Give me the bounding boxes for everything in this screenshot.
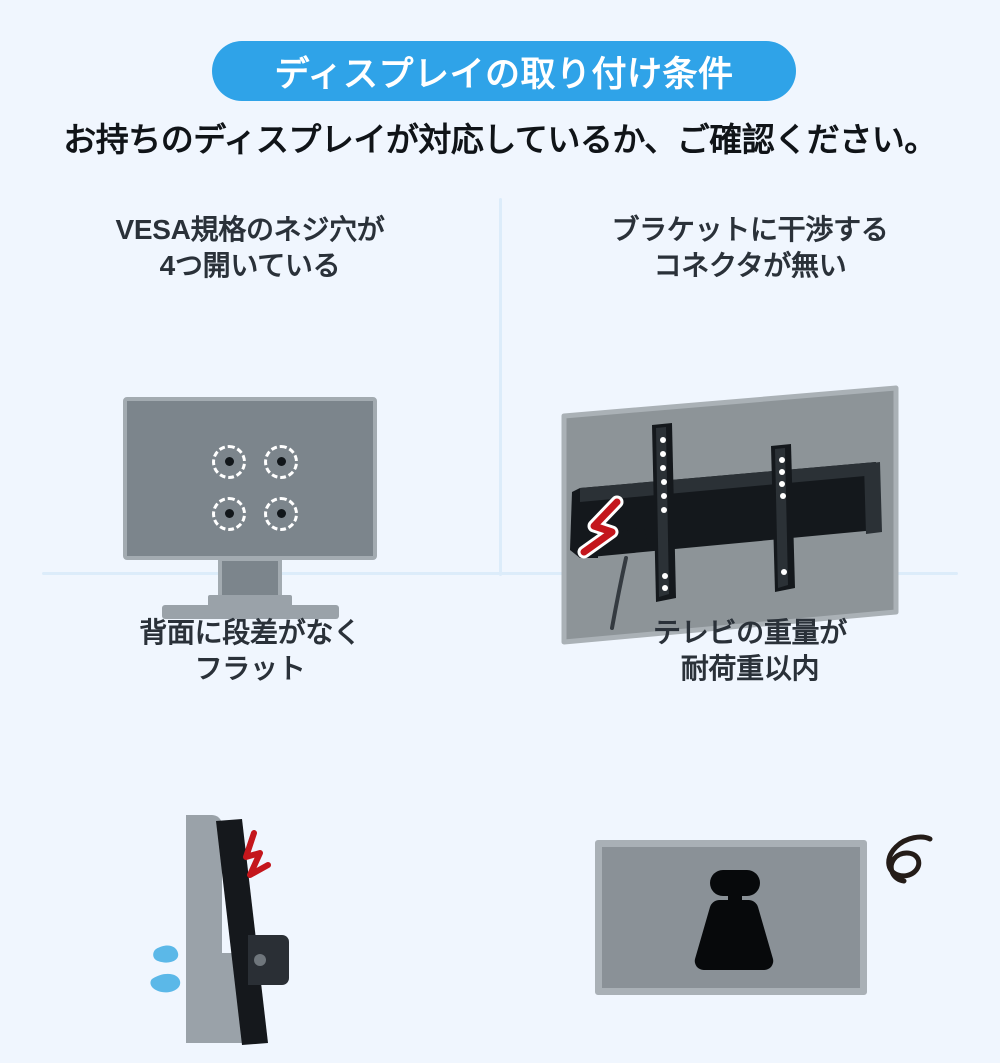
condition-title: ブラケットに干渉する コネクタが無い [611, 214, 889, 282]
vertical-divider [499, 198, 502, 576]
page-subtitle: お持ちのディスプレイが対応しているか、ご確認ください。 [63, 121, 937, 158]
header-badge: ディスプレイの取り付け条件 [212, 41, 796, 101]
header-badge-label: ディスプレイの取り付け条件 [274, 54, 734, 94]
bracket-rail-left [652, 422, 676, 602]
monitor-rear-panel [123, 396, 377, 560]
condition-title: テレビの重量が 耐荷重以内 [653, 617, 847, 685]
condition-card-vesa-holes: VESA規格のネジ穴が 4つ開いている [0, 190, 500, 619]
vesa-hole-bottom-right [264, 496, 298, 531]
condition-card-flat-back: 背面に段差がなく フラット [0, 585, 500, 1045]
condition-card-weight: テレビの重量が 耐荷重以内 [500, 585, 1000, 995]
condition-title: 背面に段差がなく フラット [139, 617, 361, 685]
vesa-hole-bottom-left [212, 496, 246, 531]
monitor-stand-foot [162, 604, 339, 619]
condition-title: VESA規格のネジ穴が 4つ開いている [115, 214, 385, 282]
swirl-annotation-icon [886, 834, 933, 884]
tv-side-view-svg [150, 814, 289, 1045]
spark-icon [577, 495, 624, 559]
sweat-drop-icon [150, 945, 181, 993]
wall-bracket-svg [561, 385, 899, 645]
monitor-stand-neck [218, 556, 282, 599]
spark-icon [243, 829, 271, 878]
weight-icon [694, 869, 774, 970]
horizontal-divider [42, 572, 958, 575]
vesa-hole-top-right [264, 444, 298, 479]
mount-screw-icon [254, 953, 266, 966]
bracket-rail-right [771, 443, 795, 592]
vesa-hole-top-left [212, 444, 246, 479]
cable-connector [610, 526, 648, 630]
condition-card-no-connector: ブラケットに干渉する コネクタが無い [500, 190, 1000, 645]
